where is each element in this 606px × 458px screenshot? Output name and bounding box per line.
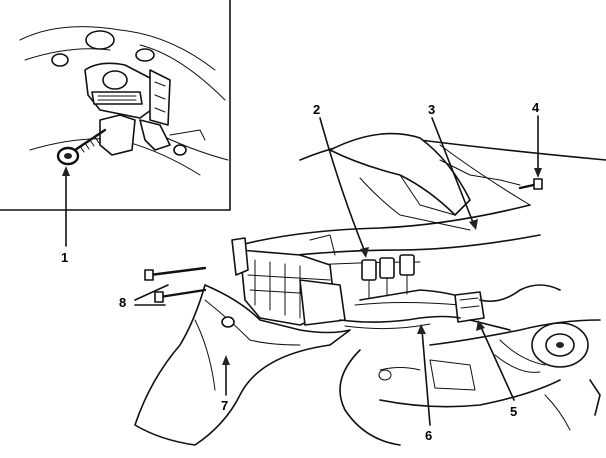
rear-fender xyxy=(134,284,351,446)
callout-1: 1 xyxy=(61,250,68,265)
callout-2: 2 xyxy=(313,102,320,117)
main-assembly-view xyxy=(134,115,606,446)
bolt-8a-icon xyxy=(144,269,154,281)
callout-8: 8 xyxy=(119,295,126,310)
bolt-8b-icon xyxy=(154,291,164,303)
callout-3: 3 xyxy=(428,102,435,117)
callout-labels: 1 2 3 4 5 6 7 8 xyxy=(61,100,540,443)
relay-c xyxy=(399,254,415,276)
bolt-4-icon xyxy=(533,178,543,190)
inset-frame-border xyxy=(0,0,231,211)
callout-6: 6 xyxy=(425,428,432,443)
relay-b xyxy=(379,257,395,279)
callout-5: 5 xyxy=(510,404,517,419)
inset-detail-view xyxy=(0,0,231,247)
relay-a xyxy=(361,259,377,281)
callout-7: 7 xyxy=(221,398,228,413)
callout-4: 4 xyxy=(532,100,540,115)
